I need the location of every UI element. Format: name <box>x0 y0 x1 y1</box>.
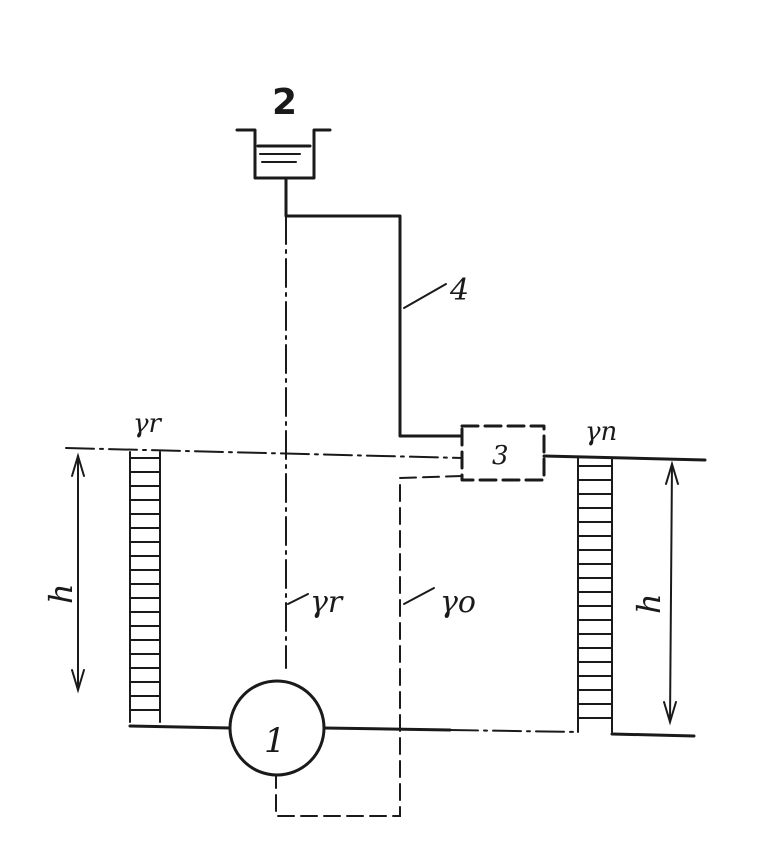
vessel-number: 2 <box>272 82 297 123</box>
gamma-right-label: γn <box>585 417 617 447</box>
gamma-dashed-leader <box>403 587 435 605</box>
h-right-dimension <box>663 460 679 726</box>
upper-level-right <box>542 454 707 462</box>
pump-1-label: 1 <box>264 721 286 761</box>
gamma-center-leader <box>287 593 309 605</box>
gamma-center-label: γr <box>310 585 344 620</box>
gamma-dashed-label: γo <box>440 585 476 620</box>
pump-1 <box>228 679 326 777</box>
dashed-return-pipe <box>275 475 463 817</box>
h-left-label: h <box>42 583 80 604</box>
gamma-left-label: γr <box>133 409 163 439</box>
vessel-2 <box>235 128 332 180</box>
upper-level-line <box>65 447 463 459</box>
box-3 <box>460 424 546 482</box>
left-hatched-column <box>129 451 161 723</box>
pipe-4-leader <box>403 283 447 309</box>
right-hatched-column <box>577 457 613 733</box>
h-left-dimension <box>71 452 85 694</box>
bottom-pipe-left <box>128 724 232 730</box>
bottom-pipe-right <box>322 726 452 732</box>
bottom-pipe-right-dashdot <box>449 729 579 733</box>
bottom-pipe-far-right <box>610 732 696 738</box>
h-right-label: h <box>630 593 668 614</box>
pipe-4-label: 4 <box>449 273 469 308</box>
box-3-label: 3 <box>492 441 509 471</box>
pipe-4 <box>284 178 464 438</box>
